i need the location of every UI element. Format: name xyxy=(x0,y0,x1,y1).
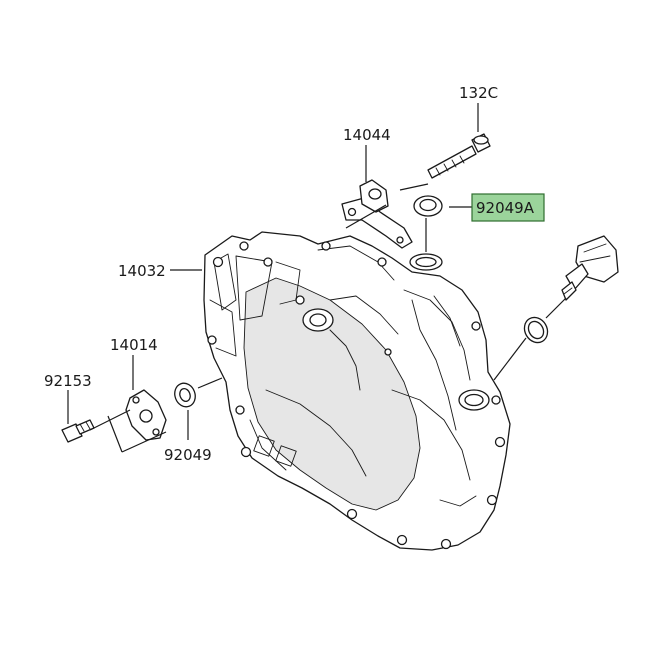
plate-14014[interactable] xyxy=(125,389,167,441)
oil-seal-92049[interactable] xyxy=(171,380,198,409)
oil-filler-cap[interactable] xyxy=(561,235,619,301)
label-92153: 92153 xyxy=(44,372,92,390)
leader-lines xyxy=(67,103,567,453)
label-14014: 14014 xyxy=(110,336,158,354)
bolt-92153[interactable] xyxy=(61,419,95,443)
label-14044: 14044 xyxy=(343,126,391,144)
bracket-14044[interactable] xyxy=(341,179,413,249)
label-132c: 132C xyxy=(459,84,498,102)
highlight-box-92049a xyxy=(471,193,545,222)
crankcase-cover[interactable] xyxy=(203,231,511,551)
label-92049a: 92049A xyxy=(476,199,535,217)
label-92049: 92049 xyxy=(164,446,212,464)
oil-seal-92049a[interactable] xyxy=(413,195,443,217)
label-14032: 14032 xyxy=(118,262,166,280)
bolt-132c[interactable] xyxy=(427,133,491,179)
o-ring[interactable] xyxy=(520,313,552,347)
